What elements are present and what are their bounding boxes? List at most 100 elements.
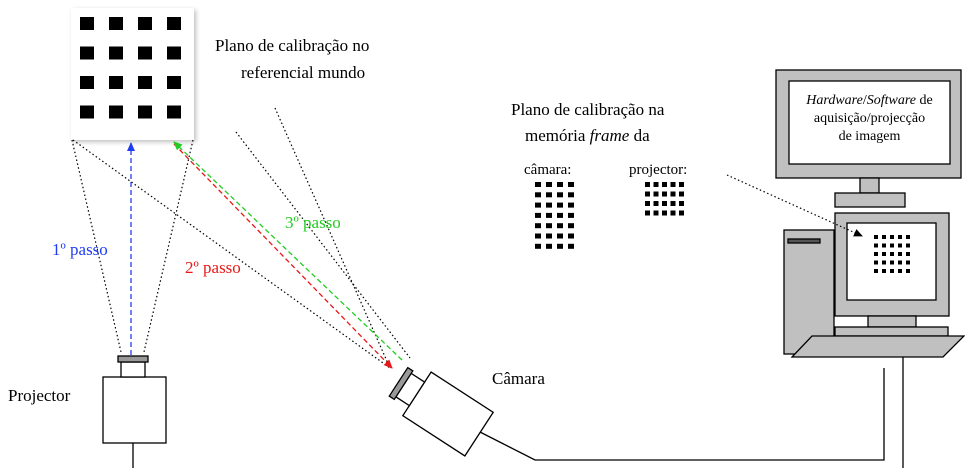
step2-label: 2º passo: [185, 258, 241, 277]
camera-grid-square: [568, 202, 574, 208]
step3-label: 3º passo: [285, 213, 341, 232]
world-grid-square: [80, 46, 94, 60]
projector-grid-square: [653, 191, 659, 197]
screen-grid-square: [882, 235, 886, 239]
world-grid-square: [167, 46, 181, 60]
camera-frame-label: câmara:: [524, 162, 572, 178]
camera-grid-square: [568, 243, 574, 249]
projector-grid-square: [679, 182, 684, 187]
pointer-line: [726, 174, 863, 237]
projector-grid-square: [645, 210, 650, 216]
screen-grid: [874, 235, 910, 273]
step1-label: 1º passo: [52, 240, 108, 259]
projector-grid-square: [645, 201, 650, 206]
hw-label-line1: Hardware/Software de: [806, 93, 933, 108]
screen-grid-square: [882, 260, 886, 265]
world-grid-square: [109, 105, 123, 119]
world-grid-square: [138, 46, 152, 60]
camera-grid-square: [535, 192, 541, 198]
projector-grid-square: [653, 210, 659, 216]
camera-grid-square: [546, 202, 552, 208]
world-plane-label-line1: Plano de calibração no: [215, 36, 370, 55]
camera-grid-square: [546, 233, 552, 239]
projector-grid-square: [662, 210, 667, 216]
projector-grid-square: [670, 182, 676, 187]
camera-grid-square: [568, 233, 574, 239]
camera-frame-grid: [535, 182, 574, 249]
screen-grid-square: [890, 260, 894, 265]
world-grid-square: [80, 105, 94, 119]
world-grid-square: [109, 46, 123, 60]
hw-label-line3: de imagem: [838, 129, 901, 144]
camera-grid-square: [546, 192, 552, 198]
screen-grid-square: [898, 269, 902, 273]
screen-grid-square: [874, 269, 878, 273]
step3-arrow: [173, 141, 403, 361]
camera-grid-square: [535, 243, 541, 249]
camera-grid-square: [568, 212, 574, 218]
camera-grid-square: [535, 182, 541, 187]
camera-grid-square: [546, 182, 552, 187]
screen-grid-square: [898, 243, 902, 248]
camera-cable: [479, 368, 885, 461]
world-grid-square: [138, 105, 152, 119]
projector-grid-square: [645, 182, 650, 187]
projector-grid-square: [679, 191, 684, 197]
projector-grid-square: [662, 182, 667, 187]
camera-grid-square: [568, 182, 574, 187]
camera-grid-square: [546, 243, 552, 249]
camera-label: Câmara: [492, 369, 545, 388]
camera-grid-square: [535, 233, 541, 239]
world-grid-square: [109, 17, 123, 30]
screen-grid-square: [906, 252, 910, 256]
camera-grid-square: [557, 212, 563, 218]
world-grid-square: [109, 76, 123, 89]
projector-grid-square: [662, 201, 667, 206]
projector-grid-square: [670, 191, 676, 197]
world-grid-square: [167, 76, 181, 89]
projector-grid-square: [679, 201, 684, 206]
camera-grid-square: [535, 223, 541, 229]
world-grid-square: [80, 76, 94, 89]
projector-cone-lines: [71, 139, 194, 353]
world-grid-square: [167, 105, 181, 119]
camera-view-lines: [72, 107, 411, 369]
projector-frame-grid: [645, 182, 684, 216]
screen-grid-square: [874, 243, 878, 248]
camera-grid-square: [557, 202, 563, 208]
camera-grid-square: [568, 192, 574, 198]
screen-grid-square: [874, 260, 878, 265]
world-calibration-plane: [71, 8, 194, 140]
screen-grid-square: [906, 260, 910, 265]
screen-grid-square: [890, 269, 894, 273]
screen-grid-square: [874, 235, 878, 239]
computer-tower: [783, 229, 835, 355]
projector-grid-square: [662, 191, 667, 197]
screen-grid-square: [898, 235, 902, 239]
projector-grid-square: [670, 201, 676, 206]
world-plane-label-line2: referencial mundo: [241, 63, 366, 82]
screen-grid-square: [906, 235, 910, 239]
camera-grid-square: [546, 212, 552, 218]
screen-grid-square: [882, 269, 886, 273]
screen-grid-square: [890, 252, 894, 256]
camera-grid-square: [546, 223, 552, 229]
camera: [388, 366, 495, 457]
camera-grid-square: [535, 202, 541, 208]
projector-label: Projector: [8, 386, 71, 405]
screen-grid-square: [906, 243, 910, 248]
projector-grid-square: [653, 201, 659, 206]
screen-grid-square: [898, 252, 902, 256]
camera-grid-square: [568, 223, 574, 229]
screen-grid-square: [874, 252, 878, 256]
screen-grid-square: [890, 235, 894, 239]
frame-label-line2: memória frame da: [525, 126, 650, 145]
world-grid-square: [138, 76, 152, 89]
camera-grid-square: [557, 243, 563, 249]
screen-grid-square: [882, 252, 886, 256]
camera-grid-square: [535, 212, 541, 218]
computer-monitor: [775, 69, 962, 208]
projector-grid-square: [653, 182, 659, 187]
world-grid-square: [167, 17, 181, 30]
projector-grid-square: [670, 210, 676, 216]
